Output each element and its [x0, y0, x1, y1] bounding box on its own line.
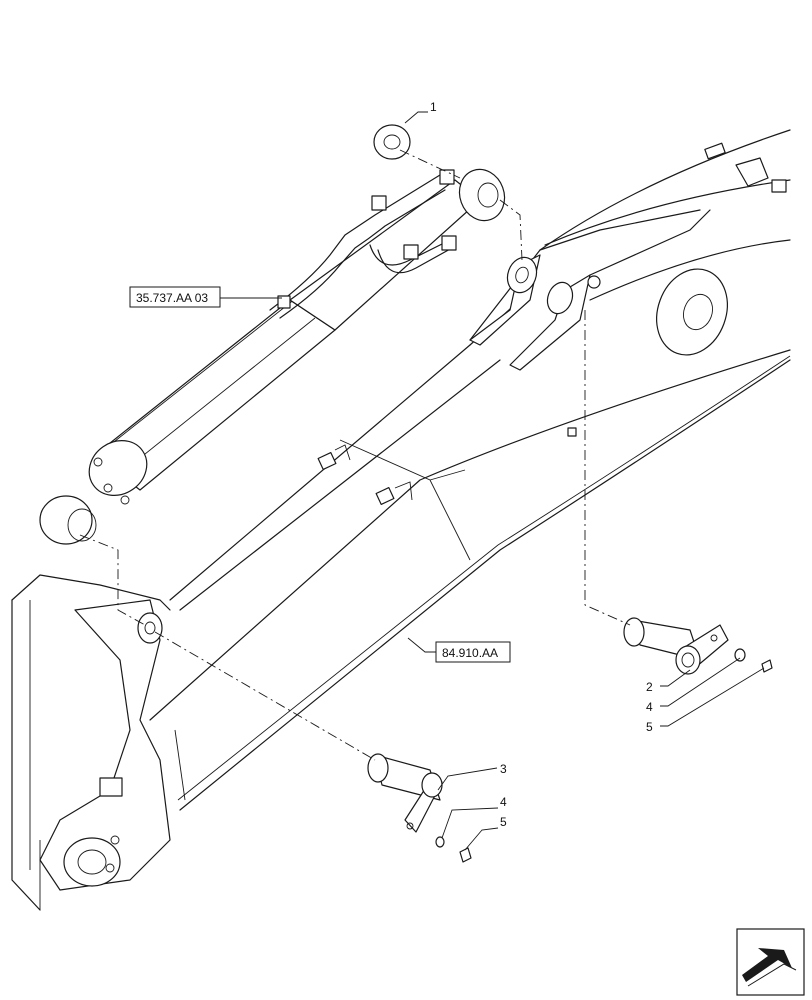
boom-reference-label: 84.910.AA	[442, 646, 498, 660]
centerlines	[79, 149, 631, 761]
boom-foot-bracket	[11, 574, 171, 911]
callout-3: 3	[500, 762, 507, 776]
rod-bracket	[469, 209, 711, 371]
callout-4-upper: 4	[646, 700, 653, 714]
hydraulic-cylinder	[39, 168, 506, 545]
callout-4-lower: 4	[500, 795, 507, 809]
boom-reference-box[interactable]: 84.910.AA	[435, 641, 511, 663]
washer-item-1	[373, 124, 411, 160]
callout-5-lower: 5	[500, 815, 507, 829]
leader-lines	[220, 111, 765, 851]
callout-2: 2	[646, 680, 653, 694]
upper-pin-assembly	[623, 617, 773, 675]
callout-5-upper: 5	[646, 720, 653, 734]
cylinder-reference-box[interactable]: 35.737.AA 03	[129, 286, 221, 308]
cylinder-reference-label: 35.737.AA 03	[136, 291, 208, 305]
callout-1: 1	[430, 100, 437, 114]
boom-arm	[149, 129, 791, 811]
lower-pin-assembly	[367, 753, 472, 863]
navigation-arrow-icon[interactable]	[736, 928, 805, 996]
